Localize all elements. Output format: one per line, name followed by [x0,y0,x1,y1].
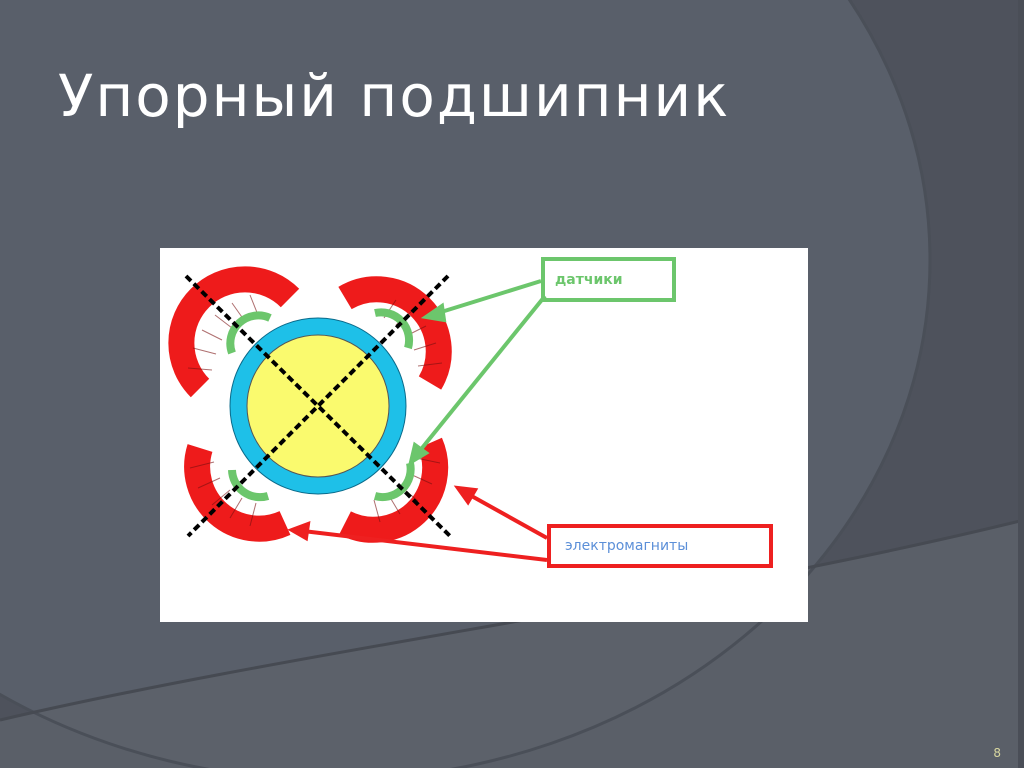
bearing-schematic [168,266,548,562]
electromagnet-icon [168,266,452,543]
slide-title: Упорный подшипник [58,62,731,130]
page-number: 8 [993,746,1001,760]
electromagnets-label-text: электромагниты [565,538,689,554]
bearing-diagram: датчики электромагниты [160,248,808,622]
electromagnets-label: электромагниты [547,524,773,568]
sensors-label-text: датчики [555,271,623,288]
sensors-label: датчики [541,257,676,302]
